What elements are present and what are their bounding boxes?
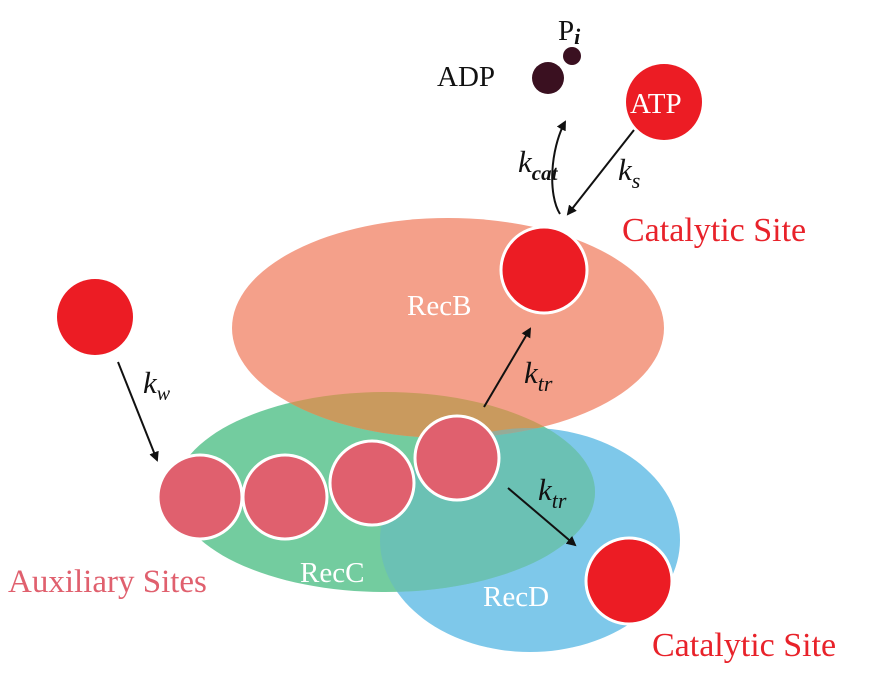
pi-ball [563, 47, 581, 65]
kcat-label: kcat [518, 144, 559, 185]
free-ball-auxiliary [57, 279, 133, 355]
atp-label: ATP [630, 88, 682, 120]
ks-k: k [618, 152, 633, 187]
kcat-k: k [518, 144, 533, 179]
recd-catalytic-site-ball [584, 536, 674, 626]
kw-label: kw [143, 365, 171, 405]
catalytic-site-label-bottom: Catalytic Site [652, 627, 836, 664]
recd-label: RecD [483, 581, 549, 613]
ktr-b-sub: tr [538, 371, 553, 396]
kcat-arrow [551, 120, 566, 215]
pi-label-sub: i [574, 24, 581, 49]
catalytic-site-label-top: Catalytic Site [622, 212, 806, 249]
adp-ball [532, 62, 564, 94]
kw-k: k [143, 365, 158, 400]
auxiliary-site-ball-4 [413, 414, 501, 502]
ktr-label-recd: ktr [538, 472, 567, 513]
recb-label: RecB [407, 290, 471, 322]
auxiliary-site-ball-2 [241, 453, 329, 541]
kw-arrow [117, 361, 159, 462]
atp-ball [626, 64, 702, 140]
ktr-arrow-recd [507, 487, 577, 547]
ks-sub: s [632, 168, 641, 193]
ks-arrow [566, 129, 635, 216]
recb-catalytic-site-ball [499, 225, 589, 315]
ktr-label-recb: ktr [524, 355, 553, 396]
recc-label: RecC [300, 557, 364, 589]
ks-label: ks [618, 152, 640, 193]
ktr-d-sub: tr [552, 488, 567, 513]
ktr-d-k: k [538, 472, 553, 507]
kw-sub: w [157, 383, 171, 405]
pi-label-main: P [558, 15, 574, 47]
ktr-b-k: k [524, 355, 539, 390]
auxiliary-site-ball-3 [328, 439, 416, 527]
pi-label: Pi [558, 15, 581, 49]
auxiliary-site-ball-1 [156, 453, 244, 541]
auxiliary-sites-label: Auxiliary Sites [8, 564, 207, 600]
ktr-arrow-recb [483, 327, 532, 408]
kcat-sub: cat [532, 161, 559, 185]
adp-label: ADP [437, 61, 495, 93]
